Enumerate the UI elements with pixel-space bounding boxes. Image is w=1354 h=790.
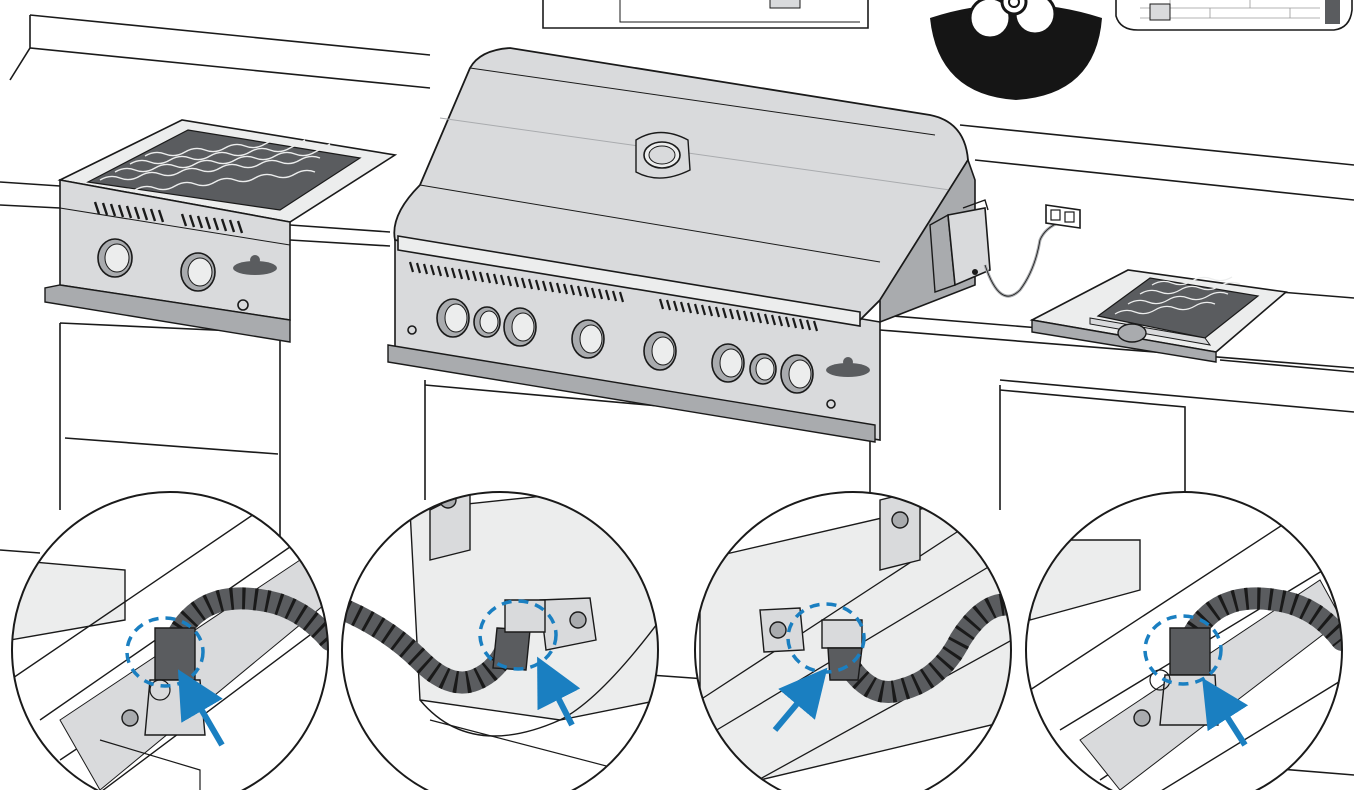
flex-gas-hose — [834, 593, 1011, 703]
soapy-water-bowl-icon — [930, 0, 1102, 100]
blue-arrow-icon — [772, 667, 828, 732]
magnified-fitting-icon — [1025, 491, 1343, 790]
blue-arrow-icon — [1202, 677, 1249, 747]
magnified-fitting-icon — [694, 491, 1012, 790]
side-burner-icon — [44, 119, 398, 343]
side-burner-grate — [86, 129, 362, 211]
main-grill-icon — [387, 47, 976, 443]
main-grill-knobs — [436, 298, 814, 394]
magnified-fitting-icon — [11, 491, 329, 790]
inset-frame-left — [542, 0, 869, 29]
grill-lid-handle — [397, 235, 861, 327]
magnified-fitting-icon — [341, 491, 659, 790]
leak-check-callout — [125, 616, 205, 688]
power-cord — [983, 220, 1061, 298]
flex-gas-hose — [1179, 587, 1342, 651]
wall-inset-fragment — [1115, 0, 1353, 31]
grill-lid — [393, 47, 969, 323]
blue-arrow-icon — [537, 656, 581, 727]
side-burner-ignition-icon — [237, 299, 249, 311]
side-burner-knob-left — [97, 238, 133, 278]
electrical-outlet-icon — [1045, 204, 1081, 229]
leak-check-callout — [478, 599, 558, 671]
main-grill-logo — [826, 357, 870, 377]
infrared-side-burner-icon — [1029, 269, 1288, 363]
blue-arrow-icon — [177, 669, 225, 747]
side-burner-knob-right — [180, 252, 216, 292]
side-burner-logo — [233, 255, 277, 275]
leak-check-callout — [1143, 614, 1223, 686]
rotisserie-motor-icon — [929, 199, 1061, 298]
top-inset-fragments — [542, 0, 1353, 100]
temperature-gauge-icon — [635, 131, 691, 179]
